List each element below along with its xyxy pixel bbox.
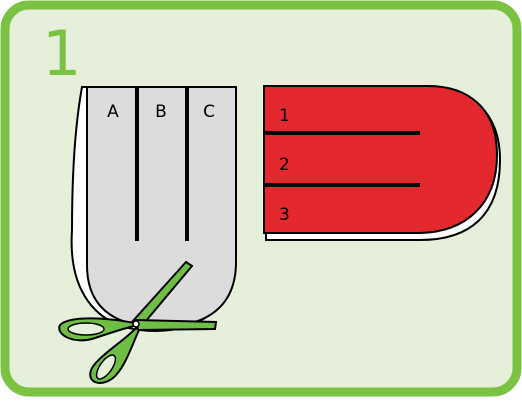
- red-piece-body: [264, 86, 497, 233]
- strip-label-c: C: [203, 102, 215, 122]
- strip-label-3: 3: [279, 205, 290, 225]
- strip-label-1: 1: [279, 106, 290, 126]
- strip-label-b: B: [155, 102, 167, 122]
- strip-label-a: A: [107, 102, 119, 122]
- step-number: 1: [42, 17, 81, 90]
- red-fabric-piece: 1 2 3: [264, 86, 500, 240]
- gray-fabric-piece: A B C: [72, 87, 236, 331]
- strip-label-2: 2: [279, 155, 290, 175]
